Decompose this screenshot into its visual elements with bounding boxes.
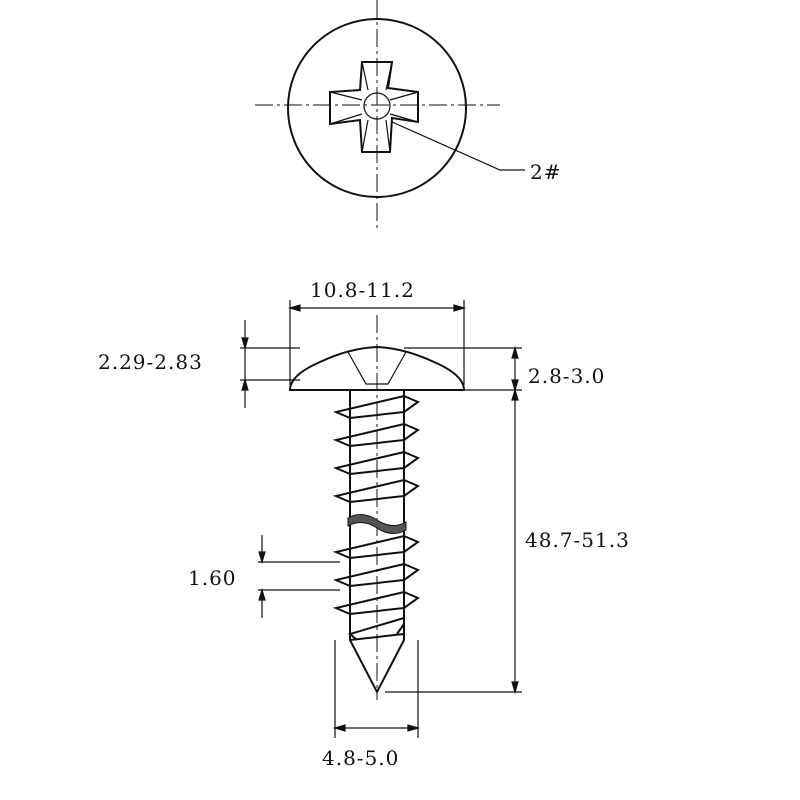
dimension-lines	[240, 300, 522, 738]
head-height-right-label: 2.8-3.0	[528, 364, 606, 388]
leader-line	[391, 121, 525, 171]
head-profile	[288, 345, 466, 391]
shank	[349, 390, 405, 695]
side-view	[288, 315, 466, 700]
thread-turn	[332, 478, 421, 503]
thread-turn	[332, 534, 421, 559]
head-height-left-label: 2.29-2.83	[98, 350, 203, 374]
head-outline	[287, 18, 467, 198]
length-label: 48.7-51.3	[525, 528, 630, 552]
head-diameter-label: 10.8-11.2	[310, 278, 415, 302]
top-view	[255, 0, 525, 232]
thread-turn	[332, 422, 421, 447]
thread-turn	[332, 590, 421, 615]
thread-turn	[347, 616, 405, 641]
thread-pitch-label: 1.60	[188, 566, 237, 590]
thread-turn	[332, 394, 421, 419]
thread-turn	[332, 562, 421, 587]
thread-diameter-label: 4.8-5.0	[322, 746, 400, 770]
phillips-cross-icon	[329, 61, 419, 153]
thread-turn	[332, 450, 421, 475]
drive-size-label: 2#	[530, 160, 562, 184]
